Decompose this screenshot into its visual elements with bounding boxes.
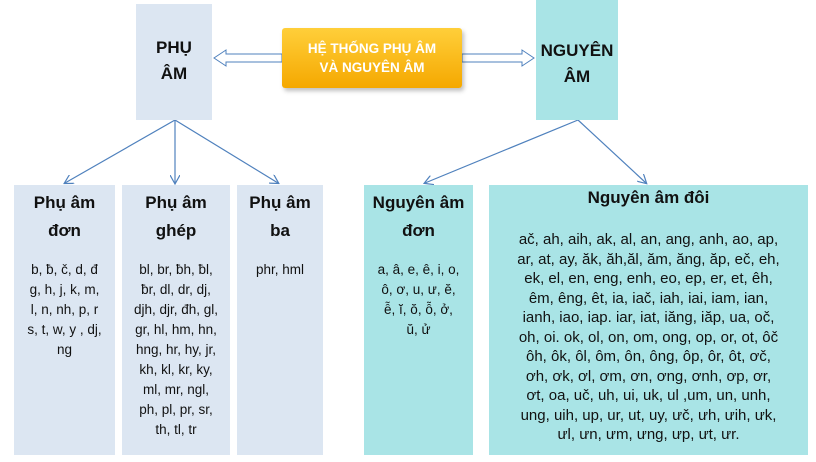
connector-nguyen-am-don (425, 119, 579, 183)
phu-am-don-title-line1: Phụ âm (33, 193, 96, 212)
list-line: ung, uih, up, ur, ut, uy, ưč, ưh, ưih, ư… (520, 406, 777, 424)
list-line: kh, kl, kr, ky, (139, 362, 213, 377)
phu-am-title-line2: ÂM (160, 64, 188, 83)
connector-phu-am-ba (174, 119, 278, 183)
list-line: êm, êng, êt, ia, iač, iah, iai, iam, ian… (528, 289, 769, 307)
list-line: phr, hml (255, 262, 305, 277)
nguyen-am-doi-box: Nguyên âm đôi ač, ah, aih, ak, al, an, a… (489, 185, 808, 455)
connector-nguyen-am-doi (577, 119, 646, 183)
list-line: ml, mr, ngl, (142, 382, 209, 397)
list-line: ơh, ơk, ơl, ơm, ơn, ơng, ơnh, ơp, ơr, (525, 367, 772, 385)
nguyen-am-don-title-line2: đơn (402, 221, 435, 240)
nguyen-am-title-line2: ÂM (563, 67, 591, 86)
root-title-line2: VÀ NGUYÊN ÂM (319, 60, 425, 75)
phu-am-title-line1: PHỤ (156, 38, 192, 57)
list-line: ŭ, ử (406, 322, 431, 337)
list-line: a, â, e, ê, i, o, (377, 262, 460, 277)
phu-am-ba-title-line2: ba (270, 221, 290, 240)
list-line: ek, el, en, eng, enh, eo, ep, er, et, êh… (524, 270, 773, 287)
list-line: ơt, oa, uč, uh, ui, uk, ul ,um, un, unh, (526, 387, 771, 404)
list-line: g, h, j, k, m, (29, 282, 100, 297)
phu-am-don-list: b, ƀ, č, d, đ g, h, j, k, m, l, n, nh, p… (14, 260, 115, 360)
root-box: HỆ THỐNG PHỤ ÂM VÀ NGUYÊN ÂM (282, 28, 462, 88)
phu-am-ba-title-line1: Phụ âm (249, 193, 311, 212)
connector-phu-am-don (65, 119, 176, 183)
phu-am-ghep-title-line2: ghép (155, 221, 197, 240)
nguyen-am-don-title-line1: Nguyên âm (372, 193, 465, 212)
phu-am-ba-list: phr, hml (237, 260, 323, 280)
list-line: hng, hr, hy, jr, (135, 342, 217, 357)
nguyen-am-don-list: a, â, e, ê, i, o, ô, ơ, u, ư, ĕ, ễ, ĭ, ŏ… (364, 260, 473, 340)
list-line: ng (56, 342, 73, 357)
nguyen-am-box: NGUYÊN ÂM (536, 0, 618, 120)
list-line: ph, pl, pr, sr, (139, 402, 213, 417)
nguyen-am-title-line1: NGUYÊN (540, 41, 614, 60)
phu-am-don-box: Phụ âm đơn b, ƀ, č, d, đ g, h, j, k, m, … (14, 185, 115, 455)
phu-am-don-title-line2: đơn (48, 221, 81, 240)
list-line: ễ, ĭ, ŏ, ỗ, ở, (384, 302, 453, 317)
list-line: ianh, iao, iap. iar, iat, iăng, iăp, ua,… (522, 309, 775, 326)
root-title-line1: HỆ THỐNG PHỤ ÂM (307, 41, 437, 56)
nguyen-am-doi-title: Nguyên âm đôi (587, 188, 710, 207)
nguyen-am-doi-list: ač, ah, aih, ak, al, an, ang, anh, ao, a… (489, 230, 808, 445)
list-line: ar, at, ay, ăk, ăh,ăl, ăm, ăng, ăp, eč, … (517, 250, 780, 268)
list-line: b, ƀ, č, d, đ (31, 262, 98, 277)
list-line: ôh, ôk, ôl, ôm, ôn, ông, ôp, ôr, ôt, ơč, (526, 348, 771, 365)
phu-am-ghep-title-line1: Phụ âm (145, 193, 207, 212)
list-line: ƀr, dl, dr, dj, (141, 282, 211, 297)
list-line: ač, ah, aih, ak, al, an, ang, anh, ao, a… (518, 231, 779, 248)
phu-am-ghep-list: bl, br, ƀh, ƀl, ƀr, dl, dr, dj, djh, djr… (122, 260, 230, 440)
hollow-arrow-left (213, 49, 283, 67)
list-line: oh, oi. ok, ol, on, om, ong, op, or, ot,… (518, 328, 779, 346)
list-line: l, n, nh, p, r (30, 302, 99, 317)
list-line: s, t, w, y , dj, (27, 322, 102, 337)
nguyen-am-don-box: Nguyên âm đơn a, â, e, ê, i, o, ô, ơ, u,… (364, 185, 473, 455)
list-line: djh, djr, đh, gl, (133, 302, 219, 317)
phu-am-ghep-box: Phụ âm ghép bl, br, ƀh, ƀl, ƀr, dl, dr, … (122, 185, 230, 455)
list-line: th, tl, tr (155, 422, 197, 437)
phu-am-ba-box: Phụ âm ba phr, hml (237, 185, 323, 455)
phu-am-box: PHỤ ÂM (136, 4, 212, 120)
list-line: ưl, ưn, ưm, ưng, ưp, ưt, ưr. (557, 426, 740, 443)
hollow-arrow-right (461, 49, 535, 67)
list-line: gr, hl, hm, hn, (135, 322, 217, 337)
list-line: bl, br, ƀh, ƀl, (139, 262, 213, 277)
list-line: ô, ơ, u, ư, ĕ, (381, 282, 456, 297)
